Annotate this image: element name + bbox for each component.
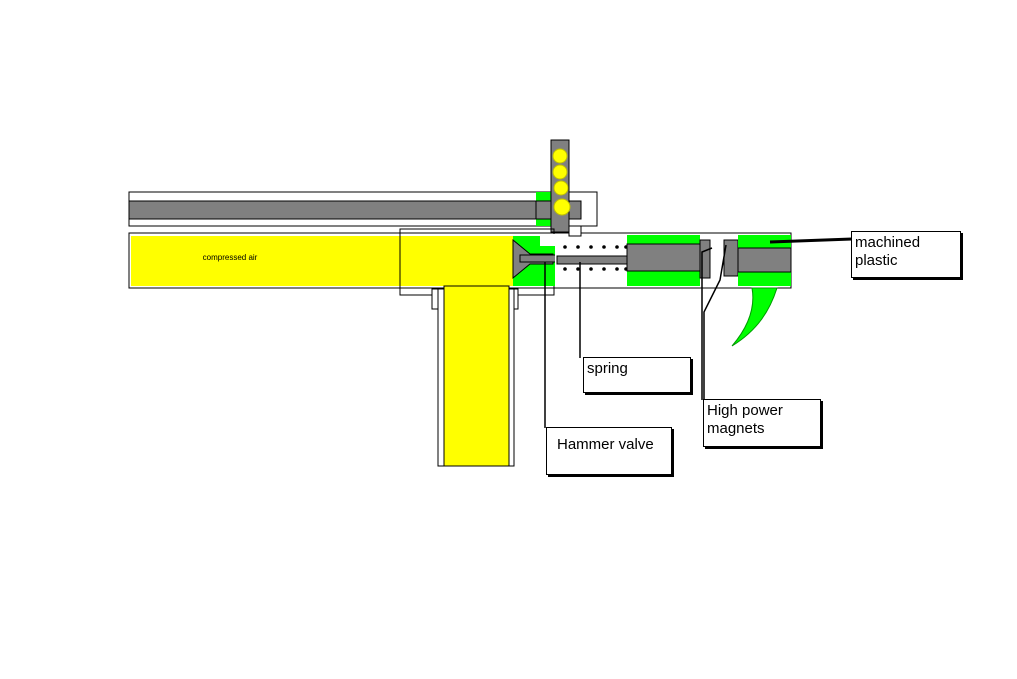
compressed-air-chamber [131, 236, 513, 286]
bb-pellet [552, 148, 568, 164]
hammer-gray-core [626, 243, 701, 272]
callout-hammer-valve: Hammer valve [546, 427, 672, 475]
magnet-left [699, 239, 711, 279]
hammer-rod [556, 255, 628, 265]
spring-coil [563, 245, 628, 271]
leader-magnets-b [703, 244, 727, 430]
barrel [128, 200, 582, 220]
rear-gray-core [737, 247, 792, 273]
valve-port [540, 234, 555, 246]
bb-pellet [553, 198, 571, 216]
leader-magnets-a [701, 247, 713, 400]
bb-pellet [553, 180, 569, 196]
grip-air-tank [443, 285, 510, 467]
leader-machined-plastic [769, 237, 853, 244]
feed-port [568, 225, 582, 237]
callout-machined-plastic: machined plastic [851, 231, 961, 278]
compressed-air-label: compressed air [203, 253, 258, 262]
trigger [731, 287, 778, 347]
bb-pellet [552, 164, 568, 180]
callout-magnets: High power magnets [703, 399, 821, 447]
callout-spring: spring [583, 357, 691, 393]
